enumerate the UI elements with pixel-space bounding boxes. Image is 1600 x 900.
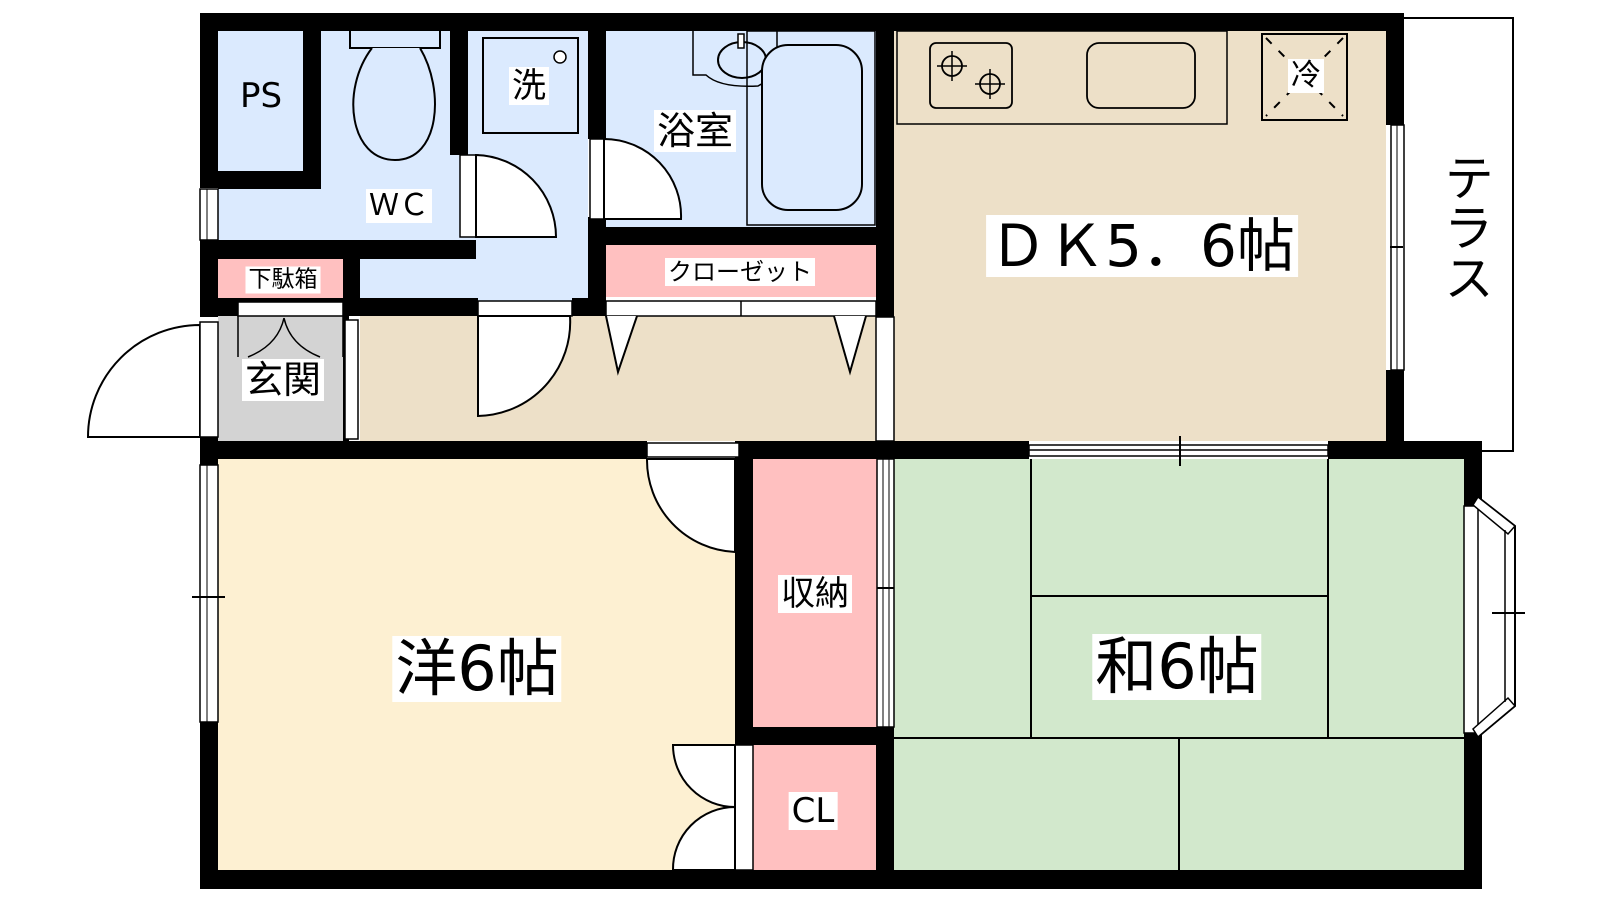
wall-dk-right-bottom: [1386, 370, 1404, 450]
wall-cl-right: [876, 727, 894, 889]
label-terrace: テラス: [1436, 152, 1494, 302]
wall-bottom: [200, 870, 1482, 889]
label-closet-cl: CL: [788, 792, 838, 830]
label-western-room: 洋6帖: [392, 636, 562, 702]
wall-ps-bottom: [218, 171, 321, 189]
label-closet-corridor: クローゼット: [665, 258, 815, 286]
label-bathroom: 浴室: [653, 110, 737, 152]
wall-left-mid: [200, 240, 218, 317]
wall-wc-bottom: [218, 240, 476, 259]
wall-mid-left: [200, 441, 647, 459]
wall-japanese-right-bottom: [1464, 733, 1482, 889]
wall-left-bottom: [200, 722, 218, 889]
wall-wash-bath: [588, 31, 606, 139]
wall-dk-right-top: [1386, 13, 1404, 125]
wall-western-storage: [735, 441, 753, 745]
wall-top: [200, 13, 1404, 31]
wall-hall-top-mid: [572, 298, 606, 316]
wall-ps-right: [303, 31, 321, 189]
wall-wc-right: [450, 31, 468, 155]
label-japanese-room: 和6帖: [1092, 634, 1262, 700]
label-dining-kitchen: ＤＫ5．6帖: [986, 215, 1298, 277]
wall-bath-bottom: [606, 227, 876, 245]
label-storage: 収納: [778, 575, 852, 613]
entrance-door-frame: [199, 321, 219, 438]
wall-mid-right: [1328, 441, 1482, 459]
label-entrance: 玄関: [241, 359, 325, 401]
label-shoe-box: 下駄箱: [245, 266, 321, 294]
wall-bath-dk: [876, 13, 894, 317]
label-ps: PS: [239, 76, 283, 116]
wall-left-upper: [200, 13, 218, 188]
wall-wash-bath-lower: [588, 217, 606, 316]
wall-mid-center: [739, 441, 1029, 459]
label-fridge: 冷: [1288, 59, 1324, 93]
entrance-door-swing: [86, 323, 201, 438]
label-washer: 洗: [509, 67, 549, 105]
wall-storage-cl: [735, 727, 894, 745]
label-wc: ＷＣ: [366, 189, 432, 223]
